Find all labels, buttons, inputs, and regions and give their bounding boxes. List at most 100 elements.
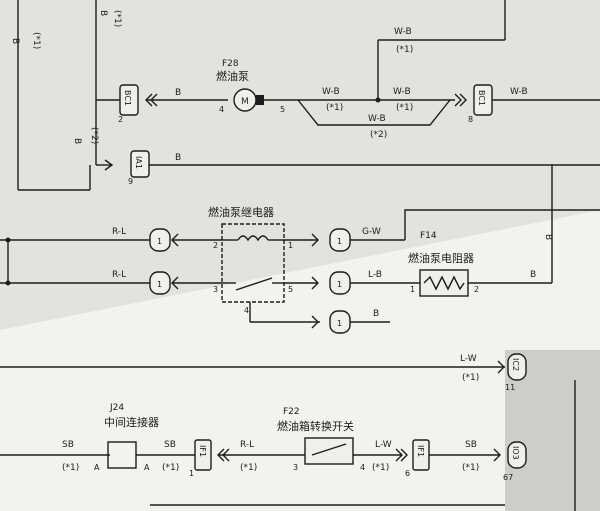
wire-label-sb-2: SB bbox=[164, 440, 176, 450]
bc1-right-arrow-2 bbox=[459, 93, 467, 107]
pin-pump-5: 5 bbox=[280, 105, 285, 114]
relay-pin-4: 4 bbox=[244, 306, 249, 315]
connector-label-if1-right: IF1 bbox=[416, 445, 425, 457]
note-wb-n1: (*1) bbox=[326, 103, 343, 113]
pin-if1-left: 1 bbox=[189, 469, 194, 478]
pin-ic2: 11 bbox=[505, 383, 515, 392]
connector-bullet-2 bbox=[149, 271, 171, 295]
connector-label-bc1-right: BC1 bbox=[477, 90, 486, 106]
ic2-arrow bbox=[497, 360, 505, 374]
fuel-pump-symbol: M bbox=[241, 97, 249, 107]
wire-label-b-right: B bbox=[543, 234, 553, 240]
wire-label-wb-4: W-B bbox=[393, 87, 411, 97]
bullet-5-arrow bbox=[311, 315, 319, 329]
pin-io3: 67 bbox=[503, 473, 513, 482]
switch-pin-3: 3 bbox=[293, 463, 298, 472]
resistor-code: F14 bbox=[420, 231, 437, 241]
pin-pump-4: 4 bbox=[219, 105, 224, 114]
junction-name: 中间连接器 bbox=[104, 416, 159, 429]
wire-label-b-resistor: B bbox=[530, 270, 536, 280]
wire-label-wb-1: W-B bbox=[322, 87, 340, 97]
wire-label-b-relay: B bbox=[373, 309, 379, 319]
relay-name: 燃油泵继电器 bbox=[208, 205, 274, 219]
note-left-n1: (*1) bbox=[31, 32, 41, 49]
junction-pin-a-left: A bbox=[94, 463, 100, 472]
wire-label-lb: L-B bbox=[368, 270, 382, 280]
note-lw-n1: (*1) bbox=[462, 373, 479, 383]
switch-pin-4: 4 bbox=[360, 463, 365, 472]
wire-label-b-n2: B bbox=[72, 138, 82, 144]
note-wb-n1-mid: (*1) bbox=[396, 103, 413, 113]
resistor-pin-1: 1 bbox=[410, 285, 415, 294]
wire-label-rl-switch: R-L bbox=[240, 440, 254, 450]
connector-if1-left bbox=[194, 439, 212, 471]
relay-pin-1: 1 bbox=[288, 241, 293, 250]
resistor-name: 燃油泵电阻器 bbox=[408, 251, 474, 265]
connector-io3 bbox=[507, 441, 527, 469]
pin-bc1-right: 8 bbox=[468, 115, 473, 124]
wire-label-wb-2: W-B bbox=[368, 114, 386, 124]
junction-code: J24 bbox=[109, 403, 124, 413]
if1-right-arrow-1 bbox=[395, 448, 403, 462]
relay-pin-5: 5 bbox=[288, 285, 293, 294]
wire-label-b-top: B bbox=[98, 10, 108, 16]
wire-label-wb-3: W-B bbox=[394, 27, 412, 37]
note-lw-switch: (*1) bbox=[372, 463, 389, 473]
relay-pin-2: 2 bbox=[213, 241, 218, 250]
relay-box bbox=[221, 223, 285, 303]
note-sb-1: (*1) bbox=[62, 463, 79, 473]
bullet-1-pin: 1 bbox=[157, 237, 162, 246]
wire-label-rl-top: R-L bbox=[112, 227, 126, 237]
switch-icon bbox=[311, 443, 347, 456]
connector-label-ic2: IC2 bbox=[511, 358, 520, 371]
pin-if1-right: 6 bbox=[405, 469, 410, 478]
switch-code: F22 bbox=[283, 407, 300, 417]
resistor-pin-2: 2 bbox=[474, 285, 479, 294]
wire-wb-lower bbox=[297, 99, 451, 126]
junction-dot-rl-2 bbox=[5, 280, 11, 286]
junction-pin-a-right: A bbox=[144, 463, 150, 472]
wire-label-b-left: B bbox=[10, 38, 20, 44]
note-sb-2: (*1) bbox=[162, 463, 179, 473]
wire-label-sb-3: SB bbox=[465, 440, 477, 450]
fuel-pump-name: 燃油泵 bbox=[216, 69, 249, 83]
connector-label-io3: IO3 bbox=[511, 446, 520, 460]
wire-label-wb-5: W-B bbox=[510, 87, 528, 97]
wire-label-b-ia1: B bbox=[175, 153, 181, 163]
relay-pin-3: 3 bbox=[213, 285, 218, 294]
note-rl-switch: (*1) bbox=[240, 463, 257, 473]
relay-coil-icon bbox=[237, 235, 269, 242]
wire-label-lw-top: L-W bbox=[460, 354, 477, 364]
connector-bullet-1 bbox=[149, 228, 171, 252]
connector-label-bc1-left: BC1 bbox=[123, 90, 132, 106]
note-top-n1: (*1) bbox=[112, 10, 122, 27]
connector-label-if1-left: IF1 bbox=[198, 445, 207, 457]
note-wb-n2: (*2) bbox=[370, 130, 387, 140]
connector-ic2 bbox=[507, 353, 527, 381]
if1-right-arrow-2 bbox=[400, 448, 408, 462]
bullet-2-pin: 1 bbox=[157, 280, 162, 289]
pin-bc1-left: 2 bbox=[118, 115, 123, 124]
io3-arrow bbox=[493, 448, 501, 462]
resistor-box bbox=[419, 269, 469, 297]
wire-label-gw: G-W bbox=[362, 227, 381, 237]
note-wb-n1-top: (*1) bbox=[396, 45, 413, 55]
switch-box bbox=[304, 437, 354, 465]
wire-label-sb-1: SB bbox=[62, 440, 74, 450]
wire-label-rl-bottom: R-L bbox=[112, 270, 126, 280]
fuel-pump-body bbox=[256, 95, 264, 105]
resistor-icon bbox=[423, 275, 465, 291]
bc1-right-arrow-1 bbox=[454, 93, 462, 107]
wire-gw-up bbox=[404, 209, 600, 240]
bullet-4-pin: 1 bbox=[337, 280, 342, 289]
wire-label-b-pump: B bbox=[175, 88, 181, 98]
relay-switch-icon bbox=[235, 277, 273, 291]
pin-ia1: 9 bbox=[128, 177, 133, 186]
switch-name: 燃油箱转换开关 bbox=[277, 419, 354, 433]
bullet-4-arrow bbox=[311, 276, 319, 290]
bullet-3-pin: 1 bbox=[337, 237, 342, 246]
note-n2-left: (*2) bbox=[89, 127, 99, 144]
note-sb-3: (*1) bbox=[462, 463, 479, 473]
